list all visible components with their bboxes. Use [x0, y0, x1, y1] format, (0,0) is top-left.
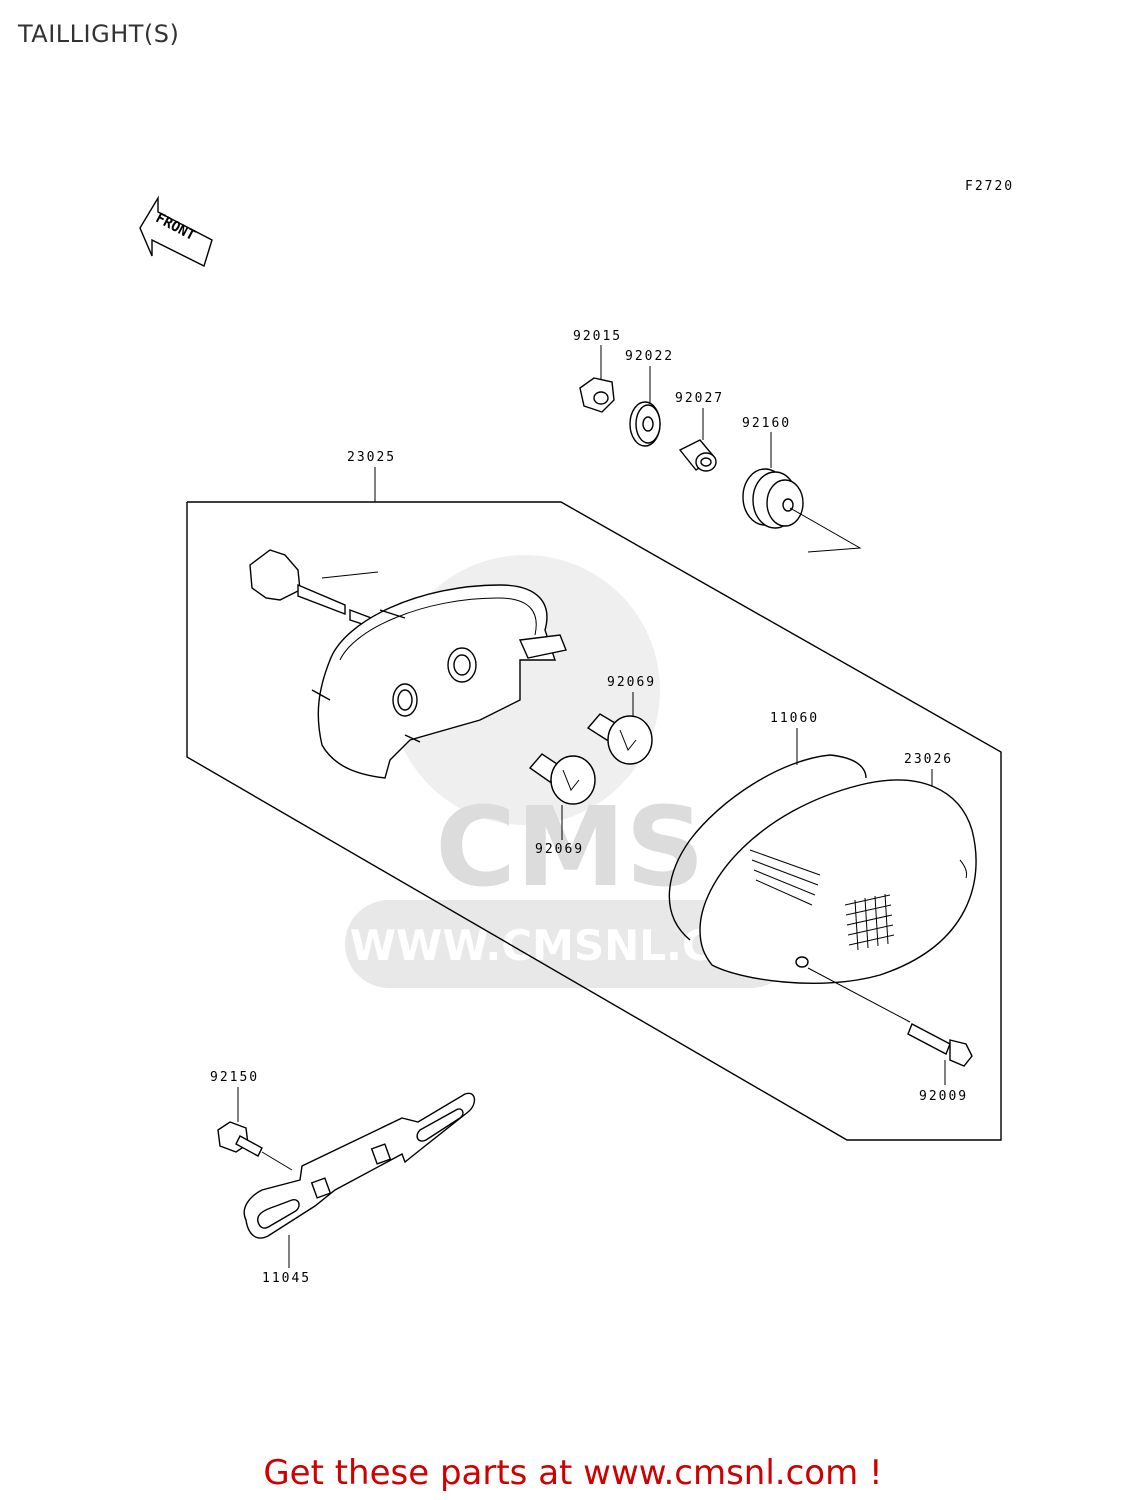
part-number-23026: 23026 [904, 752, 953, 767]
page-title: TAILLIGHT(S) [18, 20, 180, 48]
grommet-92160 [742, 468, 862, 553]
part-number-23025: 23025 [347, 450, 396, 465]
figure-code: F2720 [965, 179, 1014, 194]
taillight-housing-23025 [249, 549, 567, 779]
part-number-92009: 92009 [919, 1089, 968, 1104]
lens-23026 [699, 779, 977, 985]
label-92160: 92160 [742, 416, 791, 468]
bulb-92069-upper [586, 713, 653, 765]
label-11045: 11045 [262, 1235, 311, 1286]
screw-92009 [807, 967, 973, 1067]
parts-diagram: CMS WWW.CMSNL.COM F2720 FRONT 92015 9202… [139, 179, 1014, 1286]
watermark: CMS WWW.CMSNL.COM [345, 555, 795, 988]
label-92150: 92150 [210, 1070, 259, 1122]
washer-92022 [629, 401, 661, 447]
collar-92027 [678, 439, 717, 472]
part-number-11045: 11045 [262, 1271, 311, 1286]
front-arrow-icon: FRONT [139, 195, 213, 267]
part-number-92027: 92027 [675, 391, 724, 406]
label-23025: 23025 [347, 450, 396, 502]
bulb-92069-lower [528, 753, 596, 805]
part-number-92160: 92160 [742, 416, 791, 431]
part-number-11060: 11060 [770, 711, 819, 726]
nut-92015 [579, 377, 615, 413]
part-number-92015: 92015 [573, 329, 622, 344]
footer-promo-text[interactable]: Get these parts at www.cmsnl.com ! [263, 1453, 883, 1493]
bracket-11045 [243, 1092, 476, 1239]
label-92009: 92009 [919, 1060, 968, 1104]
part-number-92069-upper: 92069 [607, 675, 656, 690]
label-92022: 92022 [625, 349, 674, 410]
part-number-92022: 92022 [625, 349, 674, 364]
gasket-11060 [668, 754, 867, 941]
part-number-92069-lower: 92069 [535, 842, 584, 857]
label-92015: 92015 [573, 329, 622, 385]
label-92069-lower: 92069 [535, 805, 584, 857]
assembly-outline [186, 501, 1002, 1141]
bolt-92150 [217, 1121, 293, 1171]
label-92027: 92027 [675, 391, 724, 440]
label-11060: 11060 [770, 711, 819, 765]
part-number-92150: 92150 [210, 1070, 259, 1085]
